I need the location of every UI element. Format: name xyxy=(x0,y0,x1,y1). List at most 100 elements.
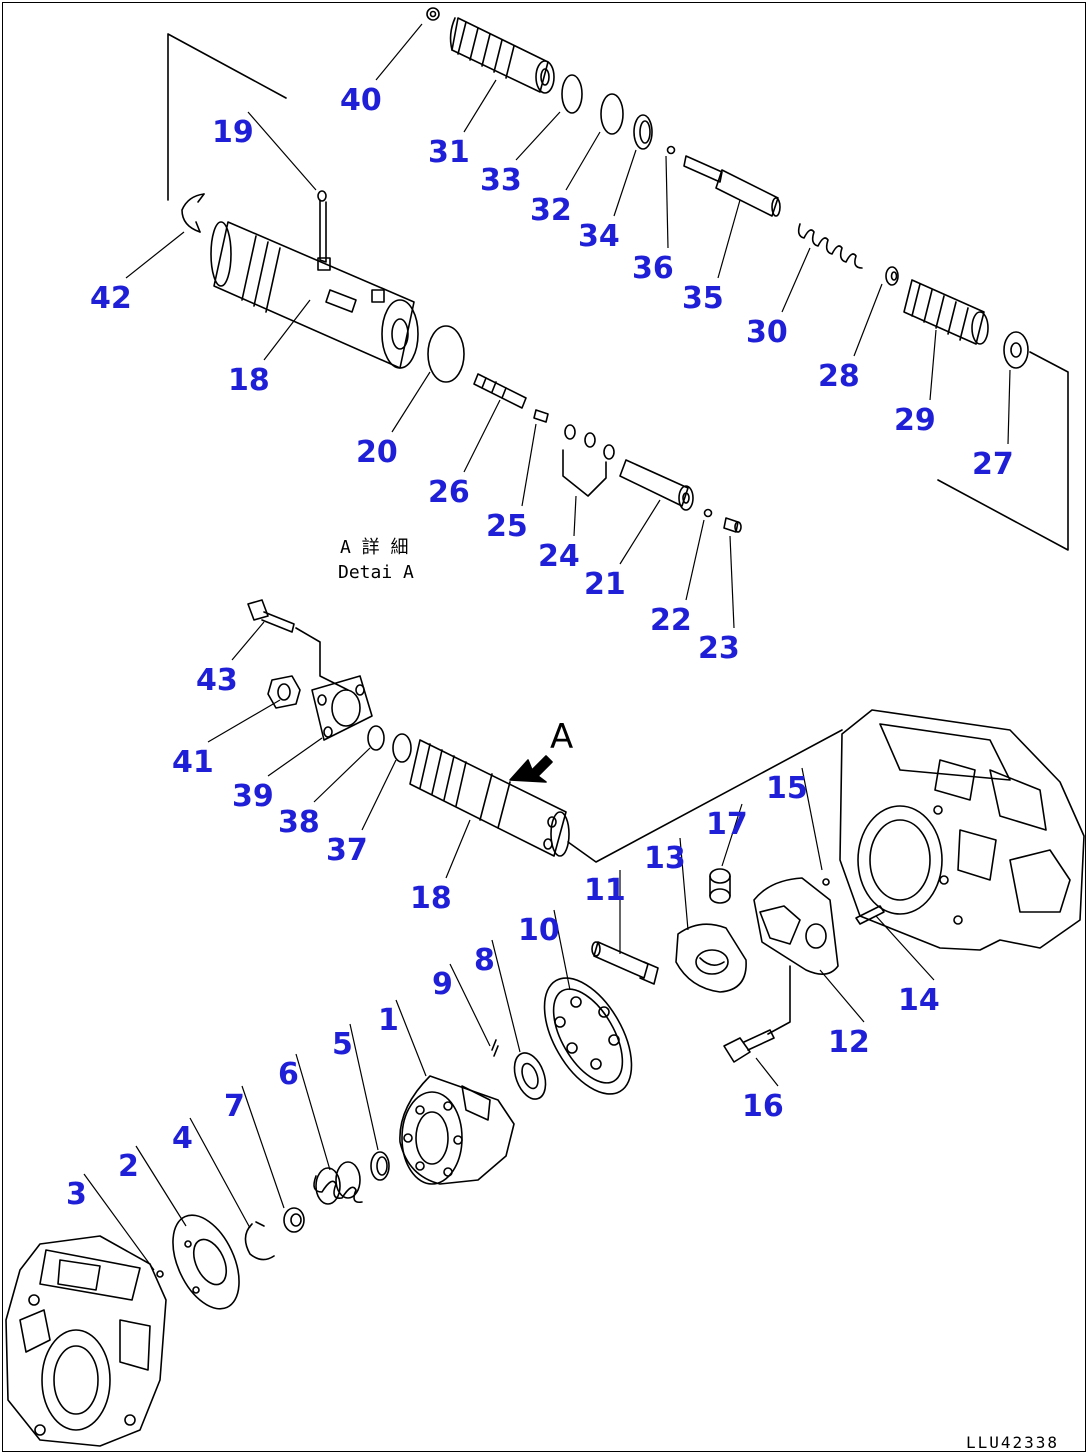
part-36-ball xyxy=(666,145,676,155)
part-label-14: 14 xyxy=(898,983,940,1018)
part-9-pin xyxy=(491,1039,499,1057)
part-label-26: 26 xyxy=(428,475,470,510)
view-a-marker: A xyxy=(550,717,573,757)
part-label-1: 1 xyxy=(378,1003,399,1038)
leader-line-31 xyxy=(463,79,497,133)
part-label-21: 21 xyxy=(584,567,626,602)
part-33-ring xyxy=(561,74,583,114)
part-23-plug xyxy=(723,517,742,533)
part-16-bolt xyxy=(723,1029,775,1063)
leader-line-2 xyxy=(135,1145,187,1227)
part-label-27: 27 xyxy=(972,447,1014,482)
part-43-bolt xyxy=(247,599,295,633)
part-18-spool-housing xyxy=(210,221,419,369)
part-label-28: 28 xyxy=(818,359,860,394)
part-label-13: 13 xyxy=(644,841,686,876)
part-35-piston xyxy=(683,155,781,217)
part-label-22: 22 xyxy=(650,603,692,638)
part-label-18b: 18 xyxy=(410,881,452,916)
leader-line-8 xyxy=(491,939,521,1053)
leader-line-13 xyxy=(679,837,689,931)
leader-12-bracket xyxy=(767,965,791,1035)
leader-line-16 xyxy=(755,1057,779,1087)
leader-line-28 xyxy=(853,283,883,357)
part-label-34: 34 xyxy=(578,219,620,254)
part-label-36: 36 xyxy=(632,251,674,286)
part-label-41: 41 xyxy=(172,745,214,780)
part-27-cap xyxy=(1003,331,1029,369)
leader-line-10 xyxy=(553,909,571,991)
part-34-seal xyxy=(633,114,653,150)
part-label-24: 24 xyxy=(538,539,580,574)
leader-line-40 xyxy=(375,23,423,81)
leader-line-22 xyxy=(685,519,705,601)
part-label-12: 12 xyxy=(828,1025,870,1060)
part-5-ring xyxy=(370,1151,390,1181)
part-10-valve-plate xyxy=(543,977,633,1095)
part-label-35: 35 xyxy=(682,281,724,316)
part-label-38: 38 xyxy=(278,805,320,840)
part-label-39: 39 xyxy=(232,779,274,814)
part-label-10: 10 xyxy=(518,913,560,948)
part-label-19: 19 xyxy=(212,115,254,150)
leader-line-29 xyxy=(929,329,937,401)
part-6-spring xyxy=(313,1161,363,1205)
part-label-20: 20 xyxy=(356,435,398,470)
leader-line-26 xyxy=(463,399,501,473)
leader-line-34 xyxy=(613,149,637,217)
leader-line-41 xyxy=(207,699,281,743)
part-41-nut xyxy=(267,675,301,709)
part-4-snap-ring xyxy=(244,1221,275,1261)
part-label-42: 42 xyxy=(90,281,132,316)
leader-line-4 xyxy=(189,1117,251,1229)
leader-line-23 xyxy=(729,535,735,629)
part-18-servo-piston xyxy=(409,739,570,857)
leader-line-18a xyxy=(263,299,311,361)
part-22-ball xyxy=(703,508,713,518)
part-32-ring xyxy=(600,93,624,135)
part-label-30: 30 xyxy=(746,315,788,350)
leader-line-7 xyxy=(241,1085,285,1209)
leader-line-17 xyxy=(721,803,743,867)
drawing-code: LLU42338 xyxy=(966,1433,1059,1452)
part-label-4: 4 xyxy=(172,1121,193,1156)
leader-line-20 xyxy=(391,371,431,433)
part-14-pin xyxy=(855,905,885,925)
pump-housing-rear xyxy=(839,709,1085,951)
part-label-18a: 18 xyxy=(228,363,270,398)
leader-line-18b xyxy=(445,819,471,879)
part-label-31: 31 xyxy=(428,135,470,170)
leader-line-38 xyxy=(313,747,371,803)
leader-line-32 xyxy=(565,131,601,191)
part-label-25: 25 xyxy=(486,509,528,544)
part-24-seal-set xyxy=(562,424,615,497)
leader-line-6 xyxy=(295,1053,331,1171)
part-2-valve-plate-front xyxy=(172,1214,240,1310)
leader-line-30 xyxy=(781,247,811,313)
part-7-ring xyxy=(283,1207,305,1233)
connection-line-a xyxy=(567,729,843,863)
leader-line-42 xyxy=(125,231,185,279)
bracket-line-top-left xyxy=(167,33,287,201)
part-3-pin xyxy=(156,1270,164,1278)
part-label-16: 16 xyxy=(742,1089,784,1124)
leader-line-35 xyxy=(717,199,741,279)
part-8-spherical-bushing xyxy=(513,1052,547,1100)
part-label-23: 23 xyxy=(698,631,740,666)
leader-line-12 xyxy=(819,969,865,1023)
leader-line-25 xyxy=(521,423,537,507)
part-25-plug xyxy=(533,409,549,423)
leader-line-21 xyxy=(619,499,661,565)
leader-43-bracket xyxy=(295,627,349,691)
part-label-5: 5 xyxy=(332,1027,353,1062)
part-label-6: 6 xyxy=(278,1057,299,1092)
part-label-32: 32 xyxy=(530,193,572,228)
part-31-sleeve xyxy=(449,17,555,94)
part-label-37: 37 xyxy=(326,833,368,868)
leader-line-5 xyxy=(349,1023,379,1151)
part-30-spring xyxy=(797,223,863,269)
part-13-swash-plate xyxy=(675,923,747,993)
part-28-retainer xyxy=(885,266,899,286)
part-label-11: 11 xyxy=(584,873,626,908)
